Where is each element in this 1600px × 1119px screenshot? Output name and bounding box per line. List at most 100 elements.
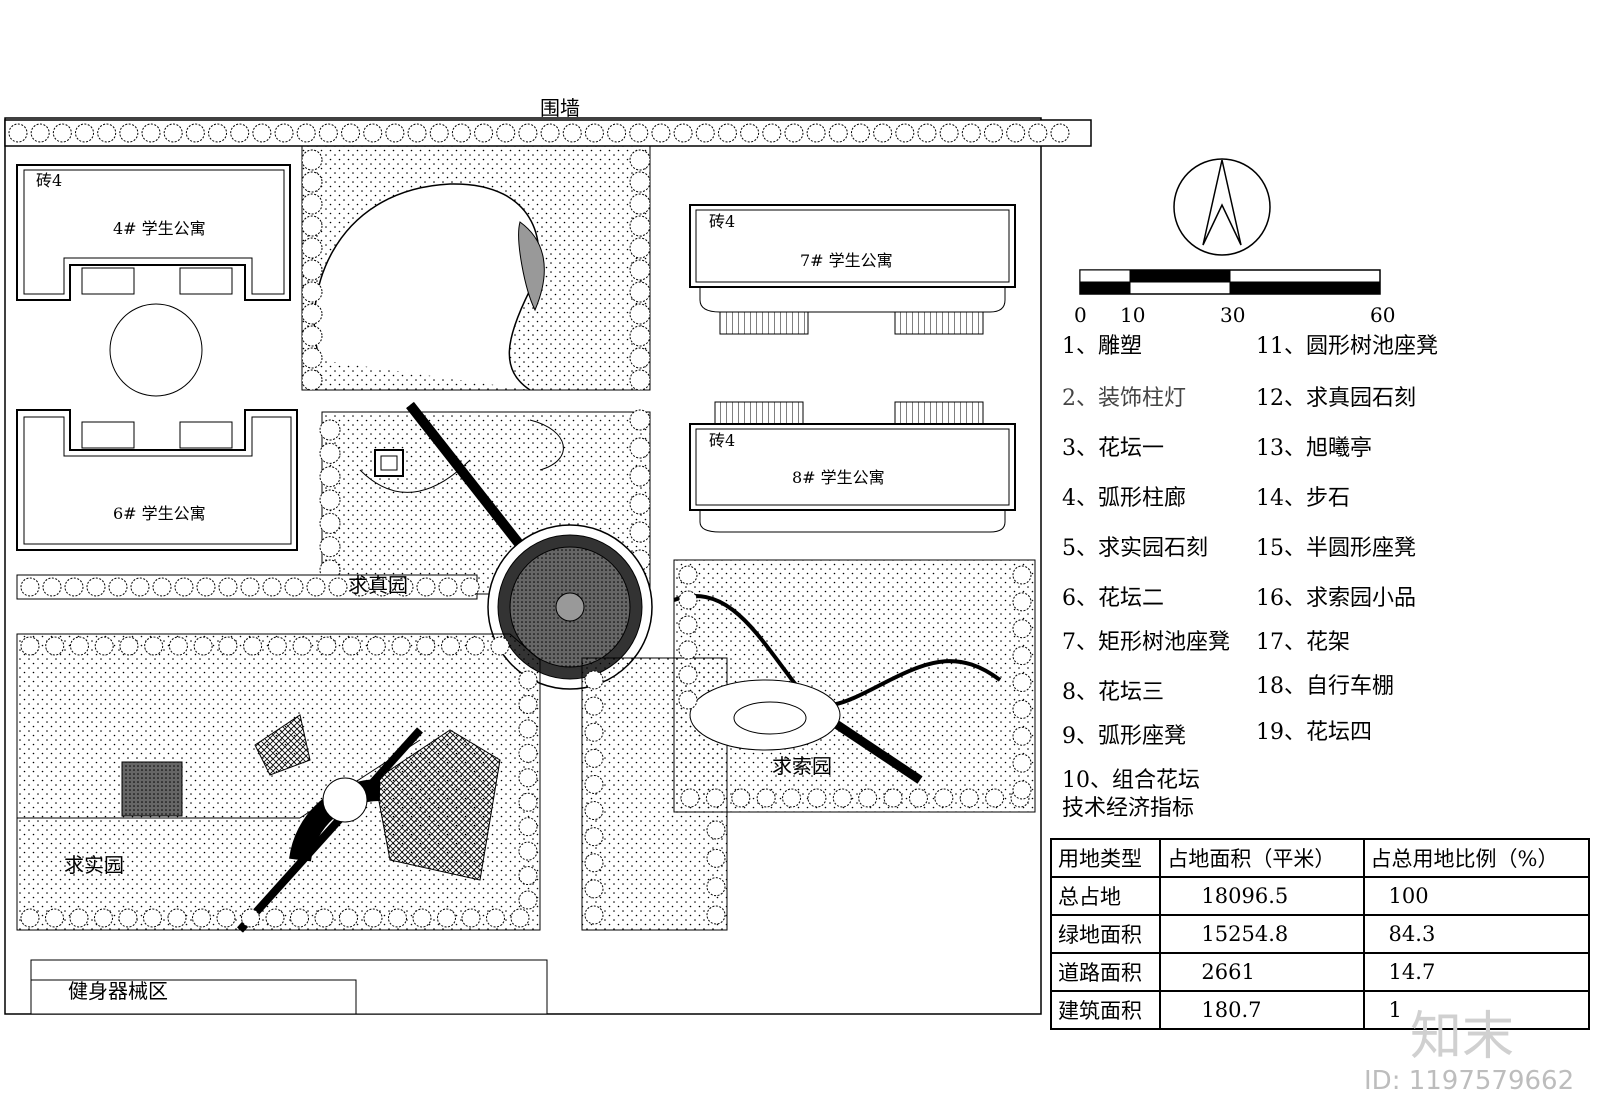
table-cell: 180.7 [1159, 990, 1365, 1030]
garden-zhen-label: 求真园 [348, 573, 408, 597]
tree-canopy [584, 696, 604, 716]
legend-item: 2、装饰柱灯 [1062, 386, 1186, 411]
tree-canopy [474, 123, 494, 143]
tree-canopy [319, 489, 341, 511]
tree-canopy [119, 123, 139, 143]
tree-canopy [756, 788, 776, 808]
tree-canopy [1012, 646, 1032, 666]
legend-item: 4、弧形柱廊 [1062, 486, 1186, 511]
legend-item: 5、求实园石刻 [1062, 536, 1208, 561]
table-cell: 总占地 [1049, 876, 1162, 916]
table-header: 用地类型 [1049, 838, 1162, 878]
tree-canopy [130, 577, 150, 597]
tree-canopy [518, 817, 538, 837]
tree-canopy [629, 369, 651, 391]
tree-canopy [75, 123, 95, 143]
tree-canopy [629, 437, 651, 459]
tree-canopy [301, 325, 323, 347]
tree-canopy [185, 123, 205, 143]
scale-tick-60: 60 [1370, 303, 1395, 327]
tree-canopy [208, 123, 228, 143]
tree-canopy [243, 636, 263, 656]
watermark-brand: 知末 [1410, 1007, 1515, 1067]
tree-canopy [416, 577, 436, 597]
tree-canopy [451, 123, 471, 143]
tree-canopy [518, 743, 538, 763]
sw-strip-trees [20, 577, 480, 597]
tree-canopy [584, 722, 604, 742]
tree-canopy [366, 636, 386, 656]
curved-path [313, 183, 540, 391]
building-7 [689, 204, 1016, 335]
legend-item: 7、矩形树池座凳 [1062, 630, 1230, 655]
tree-canopy [45, 636, 65, 656]
tree-canopy [69, 908, 89, 928]
tree-canopy [518, 719, 538, 739]
b6-name: 6# 学生公寓 [113, 504, 206, 523]
tree-canopy [119, 636, 139, 656]
garden-shi-label: 求实园 [64, 853, 124, 877]
tree-canopy [342, 636, 362, 656]
tree-canopy [678, 590, 698, 610]
tree-canopy [416, 636, 436, 656]
tree-canopy [407, 123, 427, 143]
table-cell: 1 [1362, 990, 1591, 1030]
tree-canopy [301, 149, 323, 171]
tree-canopy [629, 193, 651, 215]
tree-canopy [385, 123, 405, 143]
tree-canopy [97, 123, 117, 143]
tree-canopy [301, 303, 323, 325]
tree-canopy [584, 801, 604, 821]
tree-canopy [678, 640, 698, 660]
tree-canopy [706, 820, 726, 840]
tree-canopy [1012, 699, 1032, 719]
tree-canopy [784, 123, 804, 143]
tree-canopy [460, 577, 480, 597]
tree-canopy [174, 577, 194, 597]
tree-canopy [629, 171, 651, 193]
table-cell: 道路面积 [1049, 952, 1162, 992]
legend-item: 6、花坛二 [1062, 586, 1164, 611]
tree-canopy [518, 670, 538, 690]
building-6 [16, 409, 298, 551]
tree-canopy [629, 259, 651, 281]
tree-canopy [629, 237, 651, 259]
legend-item: 12、求真园石刻 [1256, 386, 1416, 411]
tree-canopy [301, 215, 323, 237]
watermark-id: ID: 1197579662 [1364, 1066, 1575, 1096]
table-cell: 14.7 [1362, 952, 1591, 992]
tree-canopy [167, 908, 187, 928]
tree-canopy [782, 788, 802, 808]
tree-canopy [319, 419, 341, 441]
tree-canopy [196, 577, 216, 597]
tree-canopy [1012, 780, 1032, 800]
tree-canopy [705, 788, 725, 808]
legend-item: 16、求索园小品 [1256, 586, 1416, 611]
tree-canopy [584, 670, 604, 690]
tree-canopy [30, 123, 50, 143]
tree-canopy [64, 577, 84, 597]
tree-canopy [629, 325, 651, 347]
tree-canopy [584, 853, 604, 873]
wall-label: 围墙 [540, 96, 580, 120]
table-row: 建筑面积 180.7 1 [1049, 990, 1591, 1030]
tree-canopy [562, 123, 582, 143]
tree-canopy [806, 123, 826, 143]
tree-canopy [284, 577, 304, 597]
tree-canopy [108, 577, 128, 597]
tree-canopy [939, 123, 959, 143]
tree-canopy [678, 615, 698, 635]
tree-canopy [45, 908, 64, 928]
table-header-row: 用地类型 占地面积（平米） 占总用地比例（%） [1049, 838, 1591, 878]
tree-canopy [908, 788, 928, 808]
central-plaza [487, 524, 653, 690]
tree-canopy [163, 123, 183, 143]
tree-canopy [306, 577, 326, 597]
tree-canopy [168, 636, 188, 656]
tree-canopy [1012, 673, 1032, 692]
flowerbed-10 [518, 221, 545, 312]
tree-canopy [290, 908, 309, 928]
tree-canopy [706, 877, 726, 897]
tree-canopy [216, 908, 236, 928]
b4-name: 4# 学生公寓 [113, 219, 206, 238]
